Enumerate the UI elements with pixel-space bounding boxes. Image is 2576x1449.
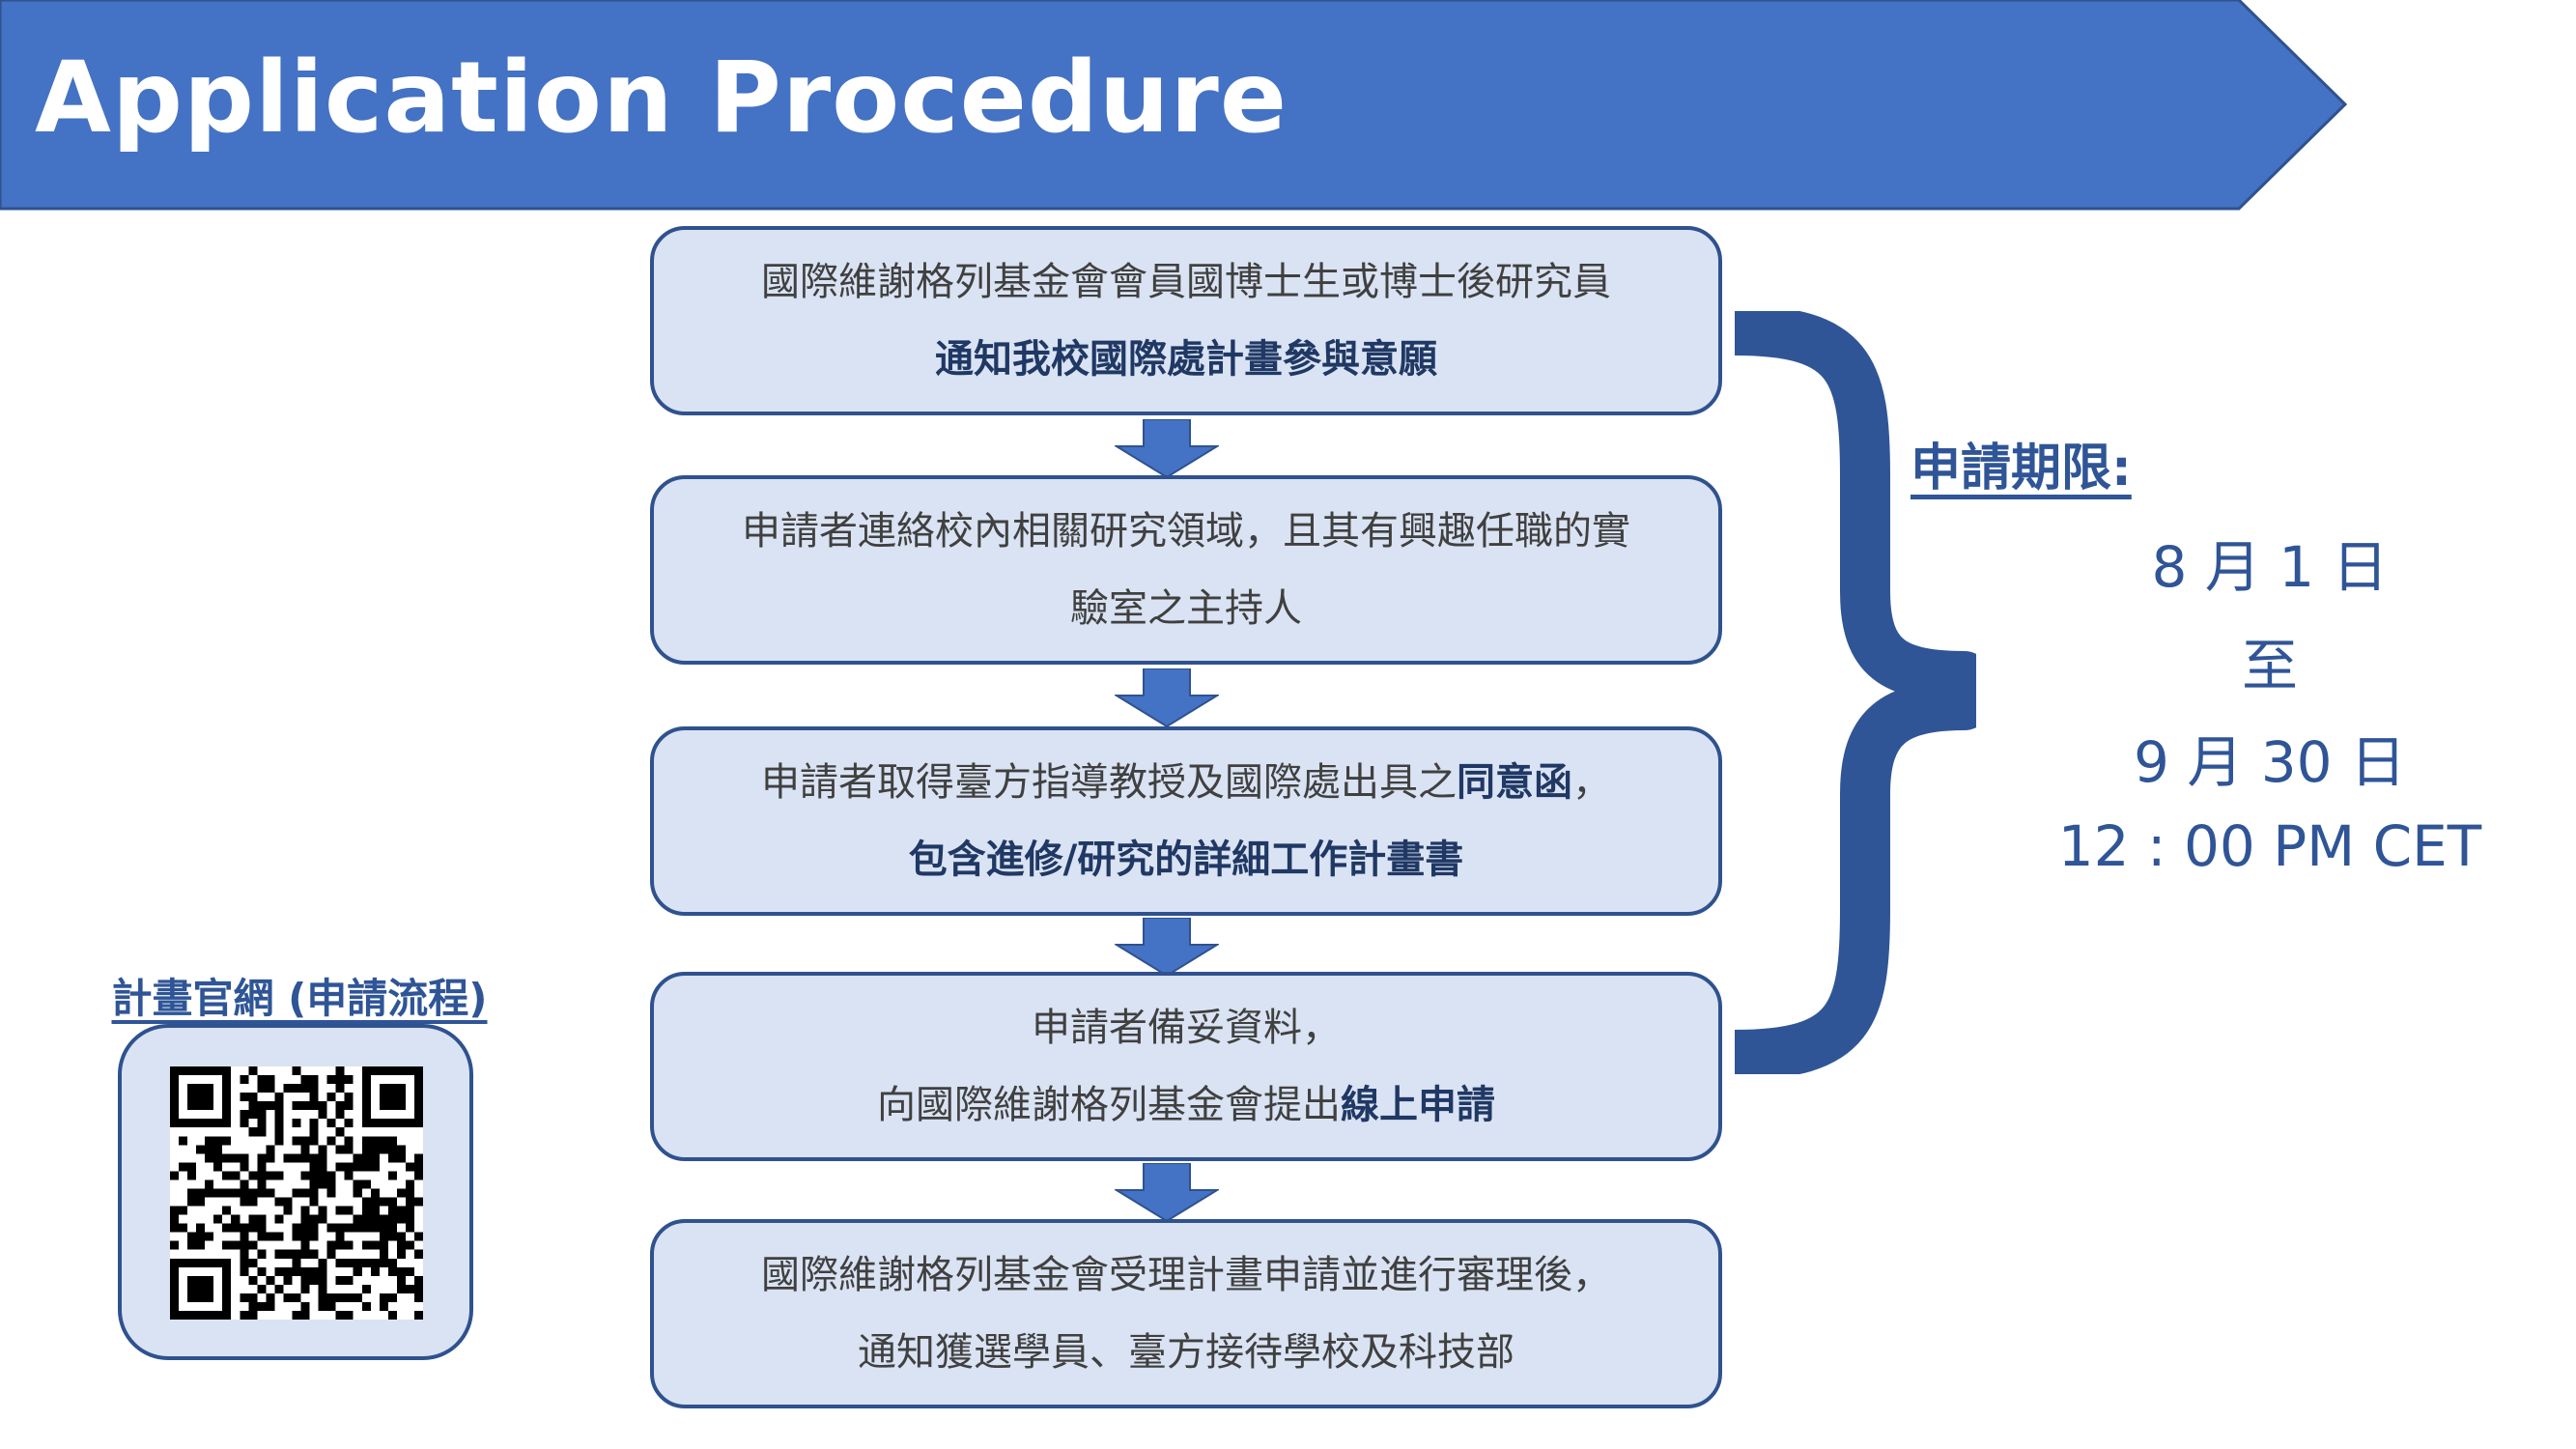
step-box-5: 國際維謝格列基金會受理計畫申請並進行審理後， 通知獲選學員、臺方接待學校及科技部 — [650, 1219, 1722, 1408]
step-text-line: 通知我校國際處計畫參與意願 — [935, 321, 1437, 398]
step-text-bold: 通知我校國際處計畫參與意願 — [935, 337, 1437, 382]
step-box-1: 國際維謝格列基金會會員國博士生或博士後研究員通知我校國際處計畫參與意願 — [650, 226, 1722, 415]
qr-link-title[interactable]: 計畫官網 (申請流程) — [111, 975, 488, 1022]
step-text: 向國際維謝格列基金會提出 — [877, 1083, 1341, 1127]
step-text: 國際維謝格列基金會會員國博士生或博士後研究員 — [761, 260, 1611, 304]
step-text-line: 申請者備妥資料， — [1032, 989, 1341, 1066]
step-text-bold: 包含進修/研究的詳細工作計畫書 — [908, 838, 1464, 882]
down-arrow-icon — [1113, 1162, 1221, 1223]
step-text-line: 驗室之主持人 — [1070, 570, 1302, 647]
step-text: ， — [1572, 760, 1611, 805]
step-text: 通知獲選學員、臺方接待學校及科技部 — [858, 1330, 1514, 1375]
step-text-line: 國際維謝格列基金會受理計畫申請並進行審理後， — [761, 1236, 1611, 1314]
step-box-3: 申請者取得臺方指導教授及國際處出具之同意函， 包含進修/研究的詳細工作計畫書 — [650, 726, 1722, 916]
down-arrow-icon — [1113, 917, 1221, 978]
down-arrow-icon — [1113, 418, 1221, 479]
step-text: 申請者備妥資料， — [1032, 1006, 1341, 1050]
deadline-start: 8 月 1 日 — [2151, 534, 2389, 600]
down-arrow-icon — [1113, 668, 1221, 728]
page-title: Application Procedure — [35, 41, 1288, 156]
step-text-line: 申請者連絡校內相關研究領域，且其有興趣任職的實 — [742, 493, 1630, 570]
title-banner — [0, 0, 2347, 211]
qr-code-icon[interactable] — [170, 1066, 423, 1320]
step-text-line: 向國際維謝格列基金會提出線上申請 — [877, 1066, 1495, 1144]
step-text: 驗室之主持人 — [1070, 586, 1302, 631]
step-text-line: 申請者取得臺方指導教授及國際處出具之同意函， — [761, 744, 1611, 821]
deadline-end: 9 月 30 日 — [2133, 729, 2406, 795]
step-box-2: 申請者連絡校內相關研究領域，且其有興趣任職的實驗室之主持人 — [650, 475, 1722, 665]
deadline-time: 12 : 00 PM CET — [2057, 813, 2482, 879]
step-text: 申請者連絡校內相關研究領域，且其有興趣任職的實 — [742, 509, 1630, 554]
deadline-title: 申請期限: — [1911, 440, 2132, 497]
step-text-line: 包含進修/研究的詳細工作計畫書 — [909, 821, 1464, 898]
step-box-4: 申請者備妥資料， 向國際維謝格列基金會提出線上申請 — [650, 972, 1722, 1161]
step-text-line: 通知獲選學員、臺方接待學校及科技部 — [858, 1314, 1514, 1391]
deadline-to: 至 — [2241, 633, 2298, 698]
right-brace-icon — [1735, 311, 1976, 1074]
step-text-line: 國際維謝格列基金會會員國博士生或博士後研究員 — [761, 243, 1611, 321]
step-text-bold: 同意函 — [1457, 760, 1572, 805]
step-text: 國際維謝格列基金會受理計畫申請並進行審理後， — [761, 1253, 1611, 1297]
step-text: 申請者取得臺方指導教授及國際處出具之 — [761, 760, 1457, 805]
step-text-bold: 線上申請 — [1341, 1083, 1495, 1127]
